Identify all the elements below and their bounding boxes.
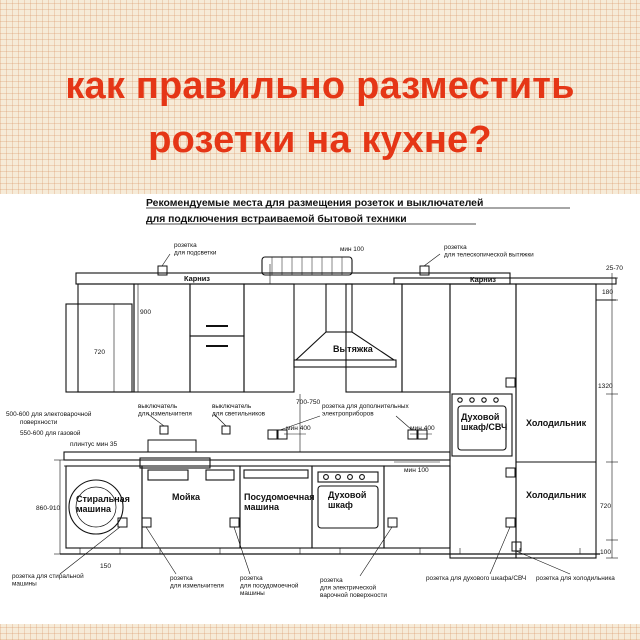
upper-cabinet-3a <box>189 283 245 337</box>
dim-900: 900 <box>140 309 151 316</box>
dim-min400-b: мин 400 <box>410 425 435 432</box>
sink-cabinet <box>141 465 241 549</box>
headline-line-2: розетки на кухне? <box>148 119 492 161</box>
label-socket-oven: розетка для духового шкафа/СВЧ <box>426 575 526 582</box>
socket-dishwasher <box>229 517 240 528</box>
sockets <box>117 265 522 552</box>
vent-duct <box>261 256 353 276</box>
oven-microwave <box>451 393 513 457</box>
label-hood: Вытяжка <box>333 344 374 354</box>
socket-extra-4 <box>417 429 428 440</box>
socket-extra-2 <box>277 429 288 440</box>
dim-1320: 1320 <box>598 383 613 390</box>
upper-cabinet-left <box>65 303 133 393</box>
note-left-1: 500-600 для электоварочной <box>6 410 92 418</box>
note-left-2: поверхности <box>20 419 58 426</box>
socket-fridge-top <box>505 467 516 478</box>
socket-light <box>157 265 168 276</box>
upper-cabinet-2 <box>133 283 191 393</box>
cornice-right <box>393 277 617 285</box>
diagram-title-line-2: для подключения встраиваемой бытовой тех… <box>146 213 407 225</box>
socket-shredder <box>141 517 152 528</box>
counter-top <box>63 451 451 461</box>
upper-cabinet-6 <box>401 283 451 393</box>
base-cabinet-right <box>383 465 451 549</box>
diagram-title-line-1: Рекомендуемые места для размещения розет… <box>146 198 483 209</box>
hood-edge <box>293 359 397 368</box>
dim-860-910: 860-910 <box>36 505 61 512</box>
switch-shredder <box>159 425 169 435</box>
dim-180: 180 <box>602 289 613 296</box>
label-cornice-left: Карниз <box>184 274 210 283</box>
dim-min100-oven: мин 100 <box>404 467 429 474</box>
hood-chimney <box>325 283 353 333</box>
upper-cabinet-3b <box>189 335 245 393</box>
upper-cabinet-4 <box>243 283 295 393</box>
upper-cabinet-5 <box>345 283 403 393</box>
note-left-3: 550-600 для газовой <box>20 429 81 437</box>
socket-washer <box>117 517 128 528</box>
socket-hood <box>419 265 430 276</box>
diagram-panel: Рекомендуемые места для размещения розет… <box>0 194 640 624</box>
fridge-column <box>515 283 597 559</box>
dim-min400-a: мин 400 <box>286 425 311 432</box>
label-socket-fridge: розетка для холодильника <box>536 575 615 582</box>
label-fridge-top: Холодильник <box>526 418 587 428</box>
switch-lights <box>221 425 231 435</box>
socket-oven-top <box>505 377 516 388</box>
label-min100-top: мин 100 <box>340 246 364 253</box>
dim-25-70: 25-70 <box>606 265 623 272</box>
dim-100: 100 <box>600 549 611 556</box>
upper-cabinet-1 <box>77 283 135 393</box>
headline-line-1: как правильно разместить <box>65 65 575 107</box>
socket-extra-3 <box>407 429 418 440</box>
label-fridge-bottom: Холодильник <box>526 490 587 500</box>
socket-cooktop <box>387 517 398 528</box>
dim-700-750: 700-750 <box>296 399 321 406</box>
dim-720-right: 720 <box>600 503 611 510</box>
kitchen-diagram: Рекомендуемые места для размещения розет… <box>6 198 623 599</box>
label-sink: Мойка <box>172 492 201 502</box>
socket-extra-1 <box>267 429 278 440</box>
label-cornice-right: Карниз <box>470 275 496 284</box>
dim-150: 150 <box>100 563 111 570</box>
washer-drum <box>68 479 124 535</box>
socket-oven <box>505 517 516 528</box>
dim-720-left: 720 <box>94 349 105 356</box>
dim-plinth: плинтус мин 35 <box>70 441 118 448</box>
